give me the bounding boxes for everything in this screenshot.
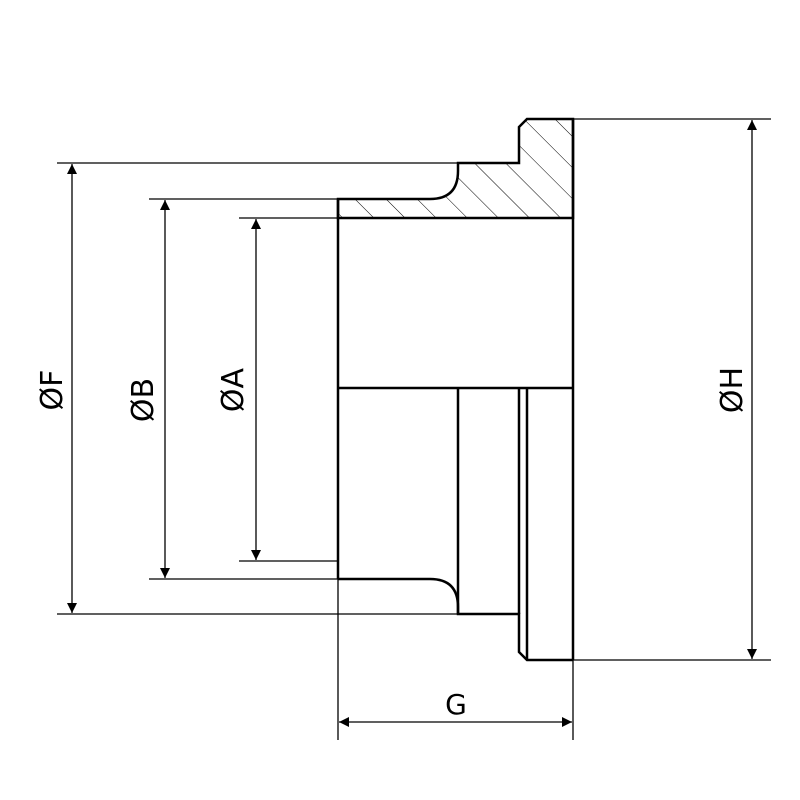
label-dim-g: G [445,688,467,721]
body-outline [336,119,575,662]
label-dim-h: ØH [715,367,750,413]
dimension-lines [67,120,757,727]
extension-lines [57,118,771,740]
label-dim-a: ØA [216,367,251,412]
label-dim-b: ØB [126,378,161,422]
label-dim-f: ØF [35,370,70,411]
hatched-section [336,117,575,220]
